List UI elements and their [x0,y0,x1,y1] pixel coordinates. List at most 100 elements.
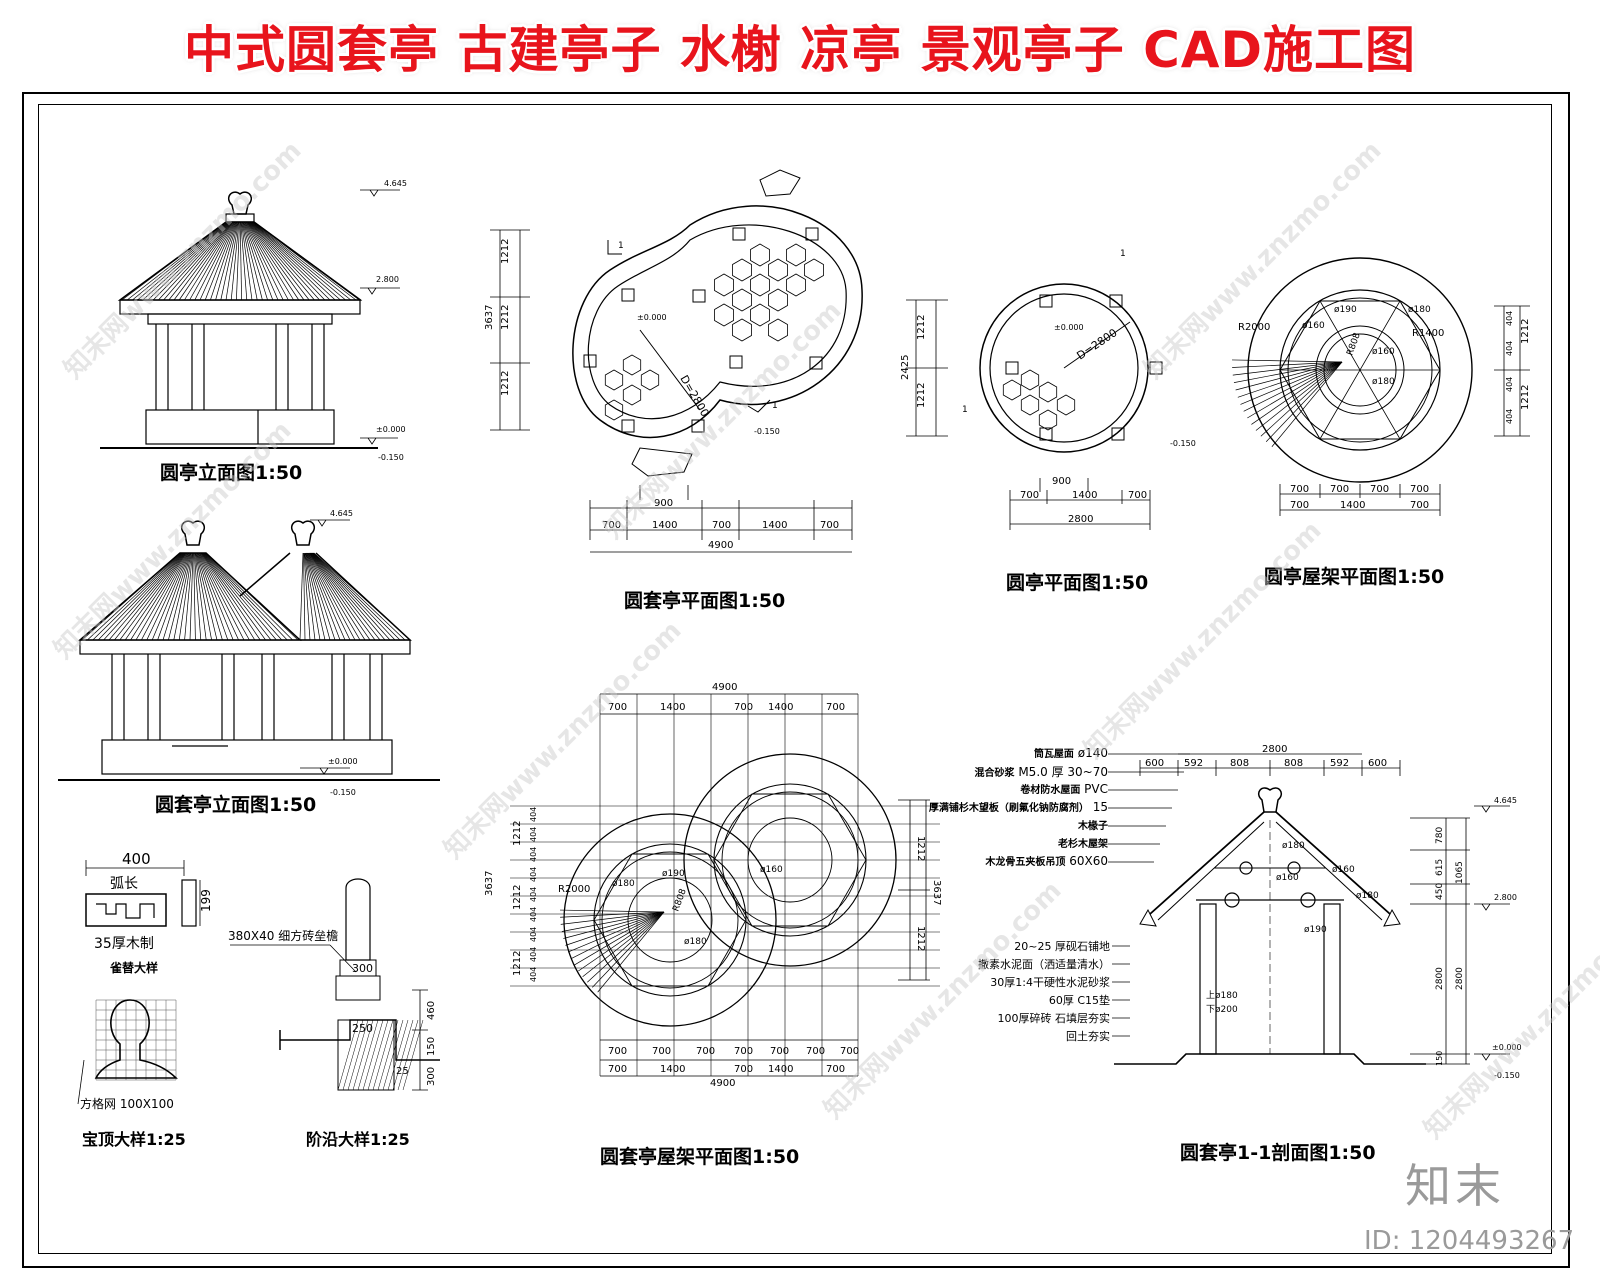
hatch-line [347,1019,369,1091]
rafter-line [592,911,665,988]
rafter-line [198,552,239,641]
rafter-line [197,552,234,641]
rafter-line [247,221,305,301]
rp-700-b: 700 [1128,490,1147,501]
dim-900: 900 [654,498,673,509]
rp-1400: 1400 [1072,490,1097,501]
sec-450: 450 [1435,883,1445,900]
rafter-line [230,221,240,301]
rafter-line [570,911,665,959]
sec-1065: 1065 [1455,861,1465,884]
floor-layer: 60厚 C15垫 [1048,994,1110,1007]
rafter-line [189,552,194,641]
rafter-line [303,552,306,641]
rp-2800: 2800 [1068,514,1093,525]
rafter-line [248,221,310,301]
dr-left-404: 404 [529,847,538,862]
sec-up180: 上ø180 [1206,990,1238,1001]
rafter-line [307,552,346,641]
dr-bot-dim: 700 [770,1046,789,1057]
rafter-line [204,552,288,641]
sec-phi160b: ø160 [1332,865,1355,875]
plan-level: ±0.000 [637,313,667,322]
rp-level-g: -0.150 [1170,439,1196,448]
hatch-line [382,1019,404,1091]
sec-600-a: 600 [1145,758,1164,769]
sd-300: 300 [352,962,373,975]
rafter-line [311,552,386,641]
roof-layer-label: 卷材防水屋面 [1020,785,1081,796]
paving-stone [1038,381,1058,403]
rafter-line [195,552,218,641]
paving-stone [1038,409,1058,431]
rafter-line [249,221,320,301]
rafter-line [578,911,665,972]
rafter-line [204,221,237,301]
paving-stone [1020,369,1040,391]
sec-808-b: 808 [1284,758,1303,769]
dr-bot-dim2: 1400 [768,1064,793,1075]
rafter-line [126,221,227,301]
rafter-line [173,552,192,641]
rafter-line [193,552,196,641]
rp-700-a: 700 [1020,490,1039,501]
paving-stone [714,273,734,297]
dr-bot-dim2: 700 [734,1064,753,1075]
sec-2800-v: 2800 [1435,967,1445,990]
rafter-line [92,552,182,641]
rafter-line [124,552,186,641]
hatch-line [367,1019,389,1091]
dr-left-dim: 1212 [512,821,523,846]
rafter-line [1265,361,1343,442]
dr-bot-dim: 700 [806,1046,825,1057]
level-eave: 2.800 [376,275,399,284]
rafter-line [121,221,227,301]
image-id: ID: 1204493267 [1364,1226,1575,1256]
rafter-line [313,552,411,641]
caption-double-roof: 圆套亭屋架平面图1:50 [600,1146,800,1168]
round-roof-plan [1232,257,1473,483]
dim-1212-a: 1212 [500,239,511,264]
rafter-line [241,221,253,301]
section-1-1 [1114,787,1426,1065]
sec-2800: 2800 [1262,744,1287,755]
hatch-line [362,1019,384,1091]
rr-700-f: 700 [1410,500,1429,511]
rafter-line [173,221,233,301]
sec-2800-v2: 2800 [1455,967,1465,990]
rafter-line [236,221,240,301]
caption-round-plan: 圆亭平面图1:50 [1006,572,1149,594]
sd-25: 25 [396,1066,409,1077]
roof-layer-label: 厚满铺杉木望板（刷氟化钠防腐剂） [928,803,1089,814]
hatch-line [392,1019,414,1091]
rafter-line [305,552,331,641]
rafter-line [158,221,231,301]
rafter-line [193,552,202,641]
drawing-frame [38,104,1552,1254]
rafter-line [1232,361,1343,368]
roof-layer-value: 60X60 [1065,854,1108,868]
rafter-line [119,552,185,641]
floor-layer: 100厚碎砖 石填层夯实 [997,1012,1111,1025]
rafter-line [194,221,235,301]
rafter-line [87,552,181,641]
rafter-line [201,552,266,641]
rafter-line [306,552,336,641]
rr-r1400: R1400 [1412,328,1444,339]
dr-bot-dim: 700 [696,1046,715,1057]
rafter-line [205,552,293,641]
bk-400: 400 [122,850,151,868]
rafter-line [225,221,239,301]
sec-phi190: ø190 [1304,925,1327,935]
caption-step-detail: 阶沿大样1:25 [306,1130,410,1149]
rr-phi160: ø160 [1302,321,1325,331]
rafter-line [241,221,258,301]
caption-round-roof: 圆亭屋架平面图1:50 [1264,566,1445,588]
drawing-sheet [22,92,1570,1268]
paving-stone [768,258,788,282]
round-elevation [100,191,378,449]
paving-stone [732,258,752,282]
rafter-line [252,221,346,301]
sec-600-b: 600 [1368,758,1387,769]
rafter-line [163,221,232,301]
